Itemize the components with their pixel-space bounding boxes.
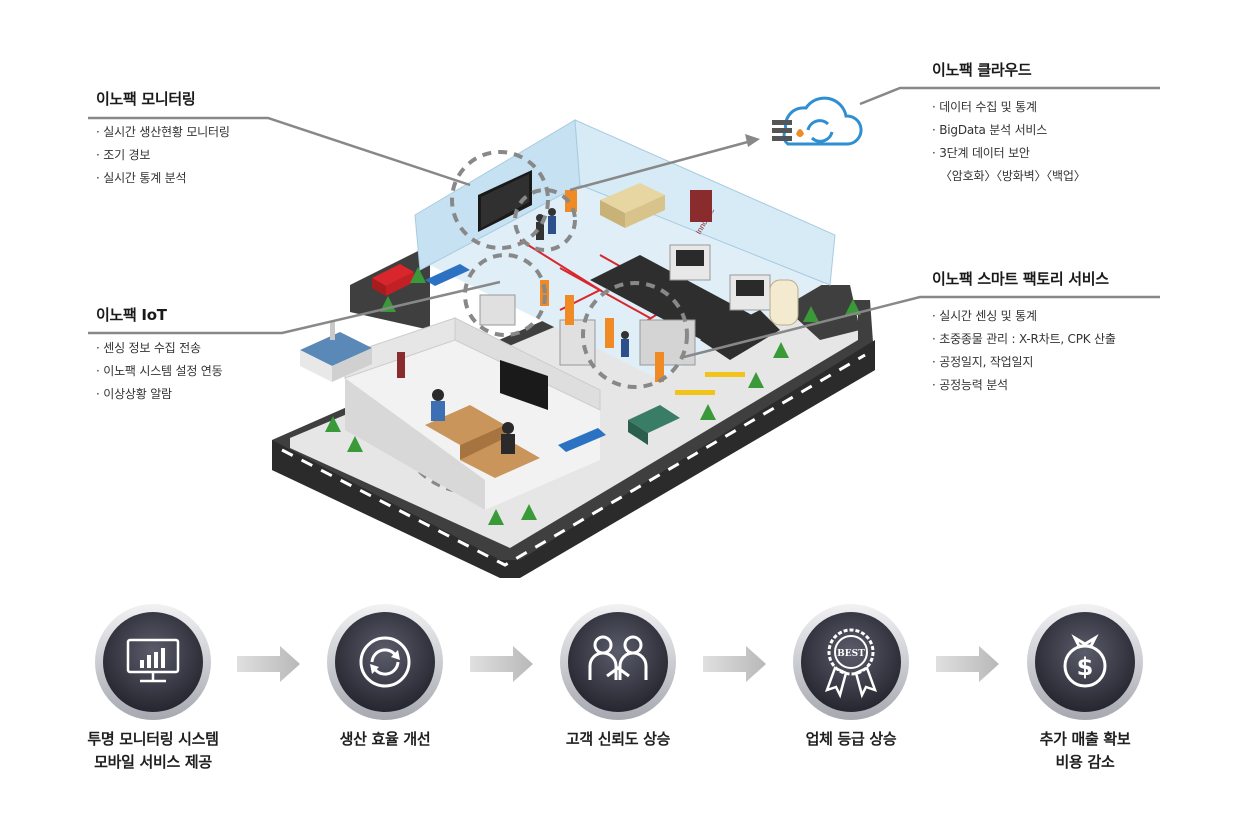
step-label-line1: 추가 매출 확보 — [1039, 730, 1131, 748]
callout-smartfactory: 이노팩 스마트 팩토리 서비스 · 실시간 센싱 및 통계 · 초중종물 관리 … — [932, 268, 1116, 397]
callout-smartfactory-item: · 실시간 센싱 및 통계 — [932, 309, 1037, 323]
red-truck — [372, 264, 414, 296]
blue-truck — [425, 264, 470, 286]
cloud-icon — [772, 96, 863, 146]
step-label-1: 투명 모니터링 시스템 모바일 서비스 제공 — [43, 728, 263, 774]
callout-monitoring-item: · 조기 경보 — [96, 148, 151, 162]
step-label-line1: 업체 등급 상승 — [805, 730, 897, 748]
callout-cloud-title: 이노팩 클라우드 — [932, 61, 1032, 79]
callout-monitoring-title: 이노팩 모니터링 — [96, 90, 196, 108]
step-label-5: 추가 매출 확보 비용 감소 — [975, 728, 1195, 774]
step-label-line2: 비용 감소 — [1055, 753, 1115, 771]
office-room — [344, 317, 606, 510]
callout-iot-item: · 센싱 정보 수집 전송 — [96, 341, 201, 355]
step-label-line2: 모바일 서비스 제공 — [94, 753, 212, 771]
step-label-2: 생산 효율 개선 — [275, 728, 495, 751]
callout-monitoring-item: · 실시간 통계 분석 — [96, 171, 187, 185]
step-label-4: 업체 등급 상승 — [741, 728, 961, 751]
callout-iot-title: 이노팩 IoT — [96, 306, 167, 324]
step-label-3: 고객 신뢰도 상승 — [508, 728, 728, 751]
callout-cloud-item: · 3단계 데이터 보안 — [932, 146, 1030, 160]
callout-iot-item: · 이노팩 시스템 설정 연동 — [96, 364, 223, 378]
step-label-line1: 고객 신뢰도 상승 — [565, 730, 671, 748]
callout-monitoring-item: · 실시간 생산현황 모니터링 — [96, 125, 230, 139]
callout-cloud-item: 〈암호화〉〈방화벽〉〈백업〉 — [940, 169, 1086, 183]
callout-smartfactory-item: · 초중종물 관리 : X-R차트, CPK 산출 — [932, 332, 1116, 346]
callout-smartfactory-title: 이노팩 스마트 팩토리 서비스 — [932, 270, 1109, 288]
step-label-line1: 생산 효율 개선 — [339, 730, 431, 748]
green-truck — [628, 405, 680, 445]
callout-iot-item: · 이상상황 알람 — [96, 387, 172, 401]
callout-cloud-item: · BigData 분석 서비스 — [932, 123, 1048, 137]
callout-cloud: 이노팩 클라우드 · 데이터 수집 및 통계 · BigData 분석 서비스 … — [932, 59, 1086, 188]
factory-building: InnoFac — [414, 119, 836, 395]
warehouse-building — [300, 322, 372, 382]
callout-monitoring: 이노팩 모니터링 · 실시간 생산현황 모니터링 · 조기 경보 · 실시간 통… — [96, 88, 230, 190]
step-label-line1: 투명 모니터링 시스템 — [87, 730, 219, 748]
callout-iot: 이노팩 IoT · 센싱 정보 수집 전송 · 이노팩 시스템 설정 연동 · … — [96, 304, 223, 406]
callout-smartfactory-item: · 공정일지, 작업일지 — [932, 355, 1034, 369]
callout-cloud-item: · 데이터 수집 및 통계 — [932, 100, 1037, 114]
callout-smartfactory-item: · 공정능력 분석 — [932, 378, 1008, 392]
cloud-arrowhead — [745, 134, 760, 147]
leader-lines — [88, 86, 1160, 360]
